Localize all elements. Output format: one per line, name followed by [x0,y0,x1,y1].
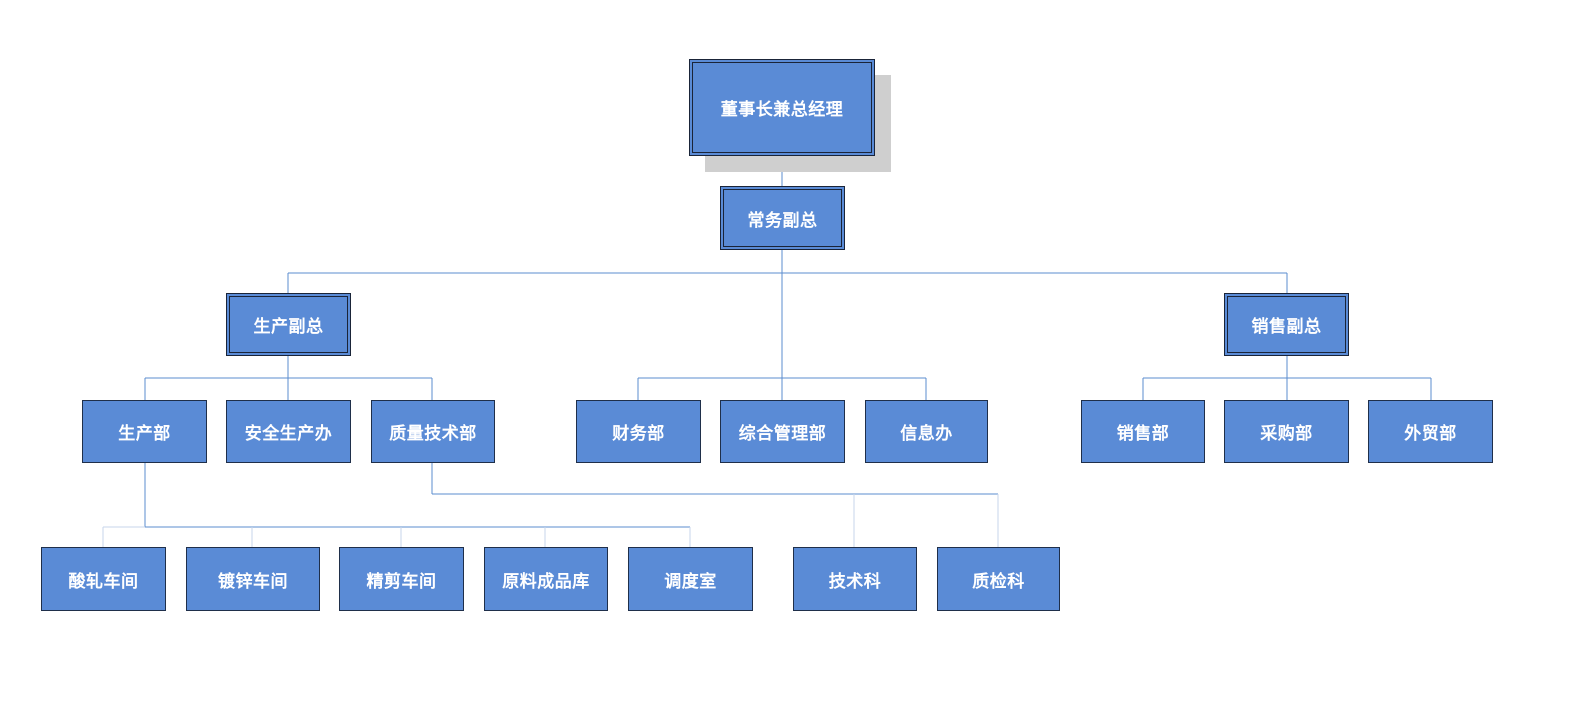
node-shearing-workshop: 精剪车间 [339,547,464,611]
node-pickling-rolling-workshop: 酸轧车间 [41,547,166,611]
node-galvanizing-workshop: 镀锌车间 [186,547,320,611]
node-material-warehouse: 原料成品库 [484,547,608,611]
node-chairman-gm: 董事长兼总经理 [689,59,875,156]
node-executive-vp: 常务副总 [720,186,845,250]
node-safety-office: 安全生产办 [226,400,351,463]
node-production-dept: 生产部 [82,400,207,463]
node-purchasing-dept: 采购部 [1224,400,1349,463]
node-quality-tech-dept: 质量技术部 [371,400,495,463]
node-foreign-trade-dept: 外贸部 [1368,400,1493,463]
node-qc-section: 质检科 [937,547,1060,611]
node-dispatch-room: 调度室 [628,547,753,611]
node-sales-dept: 销售部 [1081,400,1205,463]
node-info-office: 信息办 [865,400,988,463]
node-general-mgmt-dept: 综合管理部 [720,400,845,463]
node-sales-vp: 销售副总 [1224,293,1349,356]
node-production-vp: 生产副总 [226,293,351,356]
node-finance-dept: 财务部 [576,400,701,463]
node-tech-section: 技术科 [793,547,917,611]
